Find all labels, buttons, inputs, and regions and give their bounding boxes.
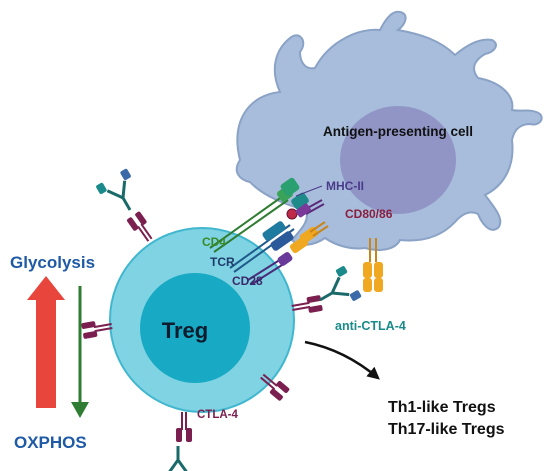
oxphos-label: OXPHOS: [14, 433, 87, 452]
antibody-icon: [96, 168, 132, 211]
cd28-domain: [277, 252, 293, 266]
antibody-icon: [319, 266, 362, 302]
outcome-arrow: [304, 340, 380, 380]
th1-label: Th1-like Tregs: [388, 399, 496, 416]
tcr-label: TCR: [210, 255, 235, 269]
cd4-label: CD4: [202, 235, 226, 249]
cd80-free: [363, 238, 383, 292]
treg-label: Treg: [162, 318, 208, 343]
mhc-domain: [280, 177, 300, 197]
treg-nucleus: [140, 273, 250, 383]
metabolism: Glycolysis OXPHOS: [10, 253, 95, 452]
antigen-presenting-cell: Antigen-presenting cell: [235, 10, 543, 251]
glycolysis-label: Glycolysis: [10, 253, 95, 272]
mhc-label: MHC-II: [326, 179, 364, 193]
glycolysis-arrow: [27, 276, 65, 408]
antibody-icon: [168, 446, 188, 471]
tcr-domain: [262, 221, 286, 241]
ctla4-label: CTLA-4: [197, 409, 238, 421]
oxphos-arrow: [71, 402, 89, 418]
apc-nucleus: [340, 106, 456, 214]
apc-label: Antigen-presenting cell: [323, 124, 473, 139]
receptor-bridges: [209, 177, 383, 292]
anti-ctla4-label: anti-CTLA-4: [335, 319, 406, 333]
th17-label: Th17-like Tregs: [388, 421, 505, 438]
treg-cell: Treg: [109, 227, 295, 413]
antibody-icons: [96, 168, 362, 471]
ctla4-receptors: [81, 211, 323, 442]
peptide-icon: [286, 208, 298, 220]
cd28-label: CD28: [232, 274, 263, 288]
cd80-label: CD80/86: [345, 207, 393, 221]
